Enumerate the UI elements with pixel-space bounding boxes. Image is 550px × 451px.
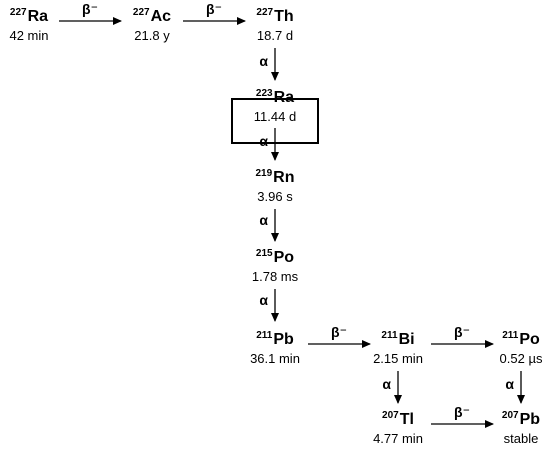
nuclide-pb211: 211Pb 36.1 min: [250, 328, 300, 367]
element-symbol: Po: [519, 331, 540, 348]
element-symbol: Pb: [519, 411, 541, 428]
element-symbol: Ac: [150, 8, 172, 25]
element-symbol: Bi: [398, 331, 415, 348]
half-life: 4.77 min: [373, 431, 423, 446]
nuclide-symbol: 211Pb: [250, 328, 300, 348]
half-life: 0.52 µs: [499, 351, 543, 366]
nuclide-symbol: 207Tl: [373, 408, 423, 428]
element-symbol: Pb: [273, 331, 294, 348]
decay-mode-label: β⁻: [454, 324, 470, 340]
radium-223-highlight-box: [231, 98, 319, 144]
mass-number: 219: [255, 168, 273, 179]
element-symbol: Rn: [273, 169, 295, 186]
half-life: 3.96 s: [257, 189, 293, 204]
half-life: 2.15 min: [373, 351, 423, 366]
decay-mode-label: α: [259, 212, 268, 228]
nuclide-symbol: 219Rn: [255, 166, 294, 186]
nuclide-symbol: 211Po: [500, 328, 543, 348]
decay-mode-label: β⁻: [82, 1, 98, 17]
nuclide-ra223: 223Ra 11.44 d: [254, 86, 296, 125]
nuclide-symbol: 207Pb: [502, 408, 540, 428]
nuclide-pb207: 207Pb stable: [502, 408, 540, 447]
element-symbol: Tl: [399, 411, 414, 428]
half-life: 21.8 y: [134, 28, 170, 43]
decay-mode-label: α: [259, 133, 268, 149]
half-life: 11.44 d: [253, 109, 297, 124]
decay-mode-label: β⁻: [331, 324, 347, 340]
half-life: 18.7 d: [256, 28, 294, 43]
nuclide-symbol: 215Po: [252, 246, 298, 266]
element-symbol: Po: [273, 249, 295, 266]
nuclide-ra227: 227Ra 42 min: [9, 5, 48, 44]
nuclide-ac227: 227Ac 21.8 y: [133, 5, 171, 44]
nuclide-symbol: 211Bi: [373, 328, 423, 348]
nuclide-symbol: 227Th: [256, 5, 293, 25]
nuclide-tl207: 207Tl 4.77 min: [373, 408, 423, 447]
half-life: 1.78 ms: [251, 269, 299, 284]
decay-mode-label: α: [259, 292, 268, 308]
decay-mode-label: β⁻: [206, 1, 222, 17]
mass-number: 211: [381, 330, 398, 341]
mass-number: 211: [502, 330, 519, 341]
nuclide-symbol: 223Ra: [254, 86, 296, 106]
decay-mode-label: α: [505, 376, 514, 392]
mass-number: 227: [132, 7, 150, 18]
nuclide-th227: 227Th 18.7 d: [256, 5, 293, 44]
mass-number: 207: [382, 410, 399, 421]
element-symbol: Ra: [273, 89, 295, 106]
half-life: 42 min: [9, 28, 49, 43]
nuclide-po211: 211Po 0.52 µs: [500, 328, 543, 367]
mass-number: 211: [256, 330, 273, 341]
half-life: stable: [503, 431, 539, 446]
mass-number: 207: [501, 410, 519, 421]
nuclide-po215: 215Po 1.78 ms: [252, 246, 298, 285]
mass-number: 227: [9, 7, 27, 18]
nuclide-rn219: 219Rn 3.96 s: [255, 166, 294, 205]
decay-mode-label: β⁻: [454, 404, 470, 420]
nuclide-symbol: 227Ac: [133, 5, 171, 25]
element-symbol: Ra: [27, 8, 49, 25]
mass-number: 215: [255, 248, 273, 259]
mass-number: 223: [255, 88, 273, 99]
nuclide-bi211: 211Bi 2.15 min: [373, 328, 423, 367]
element-symbol: Th: [274, 8, 294, 25]
half-life: 36.1 min: [250, 351, 300, 366]
decay-mode-label: α: [382, 376, 391, 392]
mass-number: 227: [256, 7, 274, 18]
decay-mode-label: α: [259, 53, 268, 69]
nuclide-symbol: 227Ra: [9, 5, 48, 25]
